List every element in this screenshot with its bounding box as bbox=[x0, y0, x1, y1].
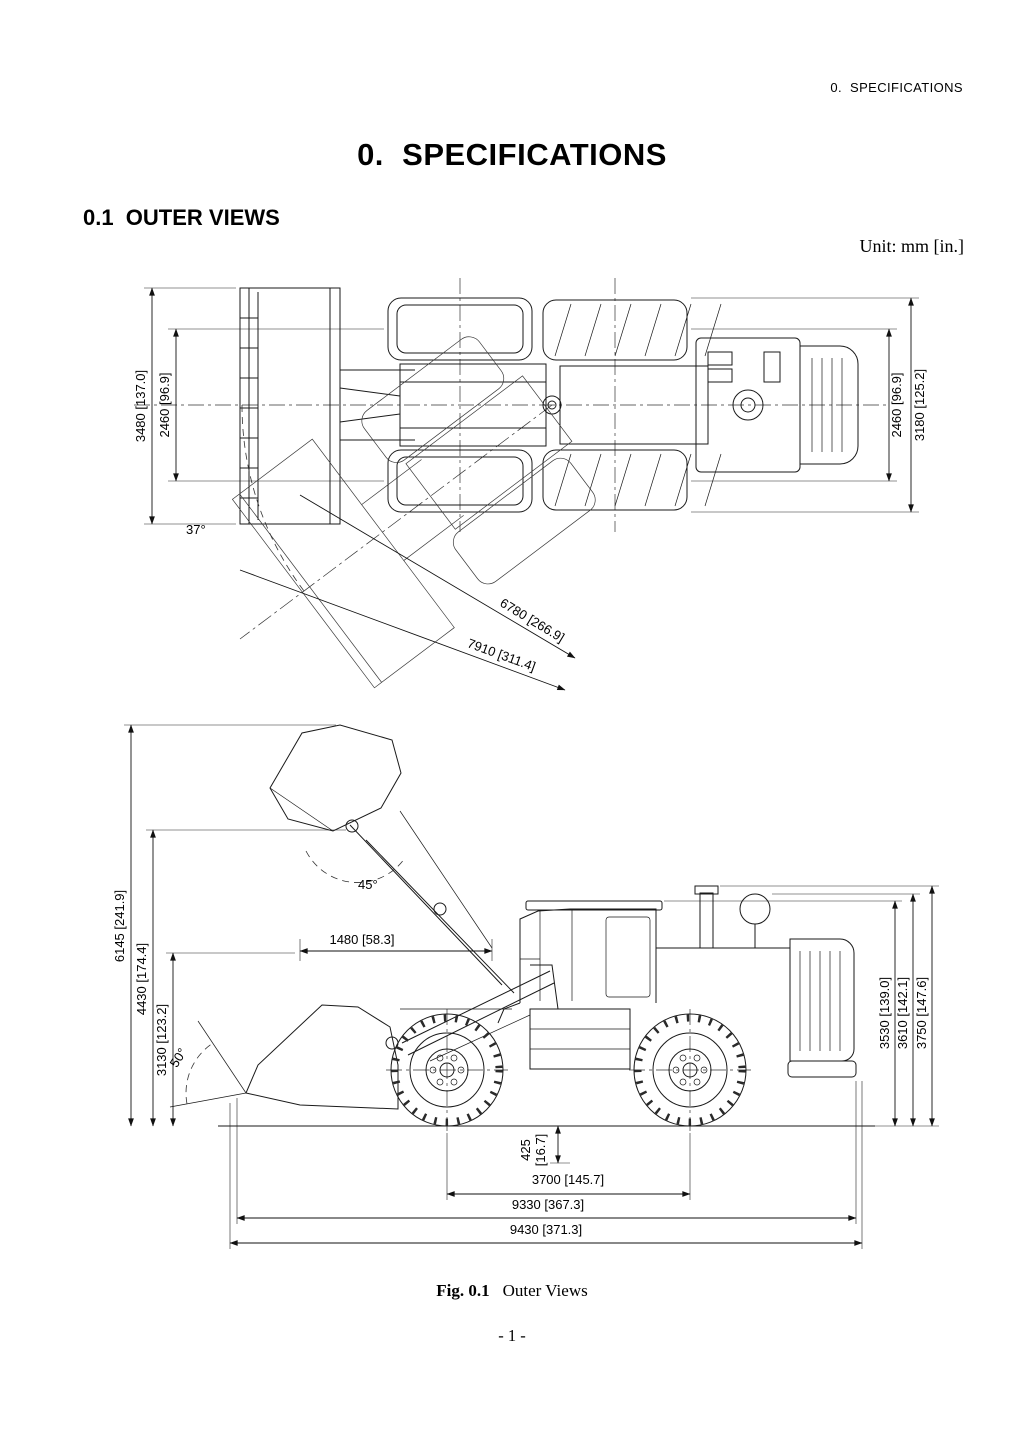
extension-lines bbox=[144, 287, 919, 525]
dim-cab-height-label: 3530 [139.0] bbox=[877, 977, 892, 1049]
unit-label: Unit: mm [in.] bbox=[859, 236, 965, 256]
dim-tread-left-label: 2460 [96.9] bbox=[157, 372, 172, 437]
machine-top-outline bbox=[239, 287, 859, 525]
dim-overall-height-raised-label: 6145 [241.9] bbox=[112, 890, 127, 962]
articulation-angle-arc bbox=[241, 404, 305, 592]
side-view-drawing: 6145 [241.9] 4430 [174.4] 3130 [123.2] 4… bbox=[112, 724, 939, 1249]
extension-lines bbox=[124, 724, 939, 1249]
dim-overall-width-tires-label: 3180 [125.2] bbox=[912, 369, 927, 441]
dim-ground-clearance-in-label: [16.7] bbox=[533, 1134, 548, 1167]
axle-center-lines bbox=[386, 1009, 751, 1131]
page-title: 0. SPECIFICATIONS bbox=[357, 137, 667, 172]
front-wheel bbox=[390, 1013, 504, 1127]
dim-dump-reach-label: 1480 [58.3] bbox=[329, 932, 394, 947]
side-view-dimensions: 6145 [241.9] 4430 [174.4] 3130 [123.2] 4… bbox=[112, 724, 939, 1249]
center-lines bbox=[134, 278, 890, 640]
dim-length-to-bucket-label: 9330 [367.3] bbox=[512, 1197, 584, 1212]
machine-side-outline bbox=[245, 724, 857, 1110]
dim-clearance-radius-bucket-label: 6780 [266.9] bbox=[497, 595, 567, 645]
dump-angle-label: 45° bbox=[358, 877, 378, 892]
dim-overall-length-label: 9430 [371.3] bbox=[510, 1222, 582, 1237]
section-heading: 0.1 OUTER VIEWS bbox=[83, 205, 280, 230]
articulation-angle-label: 37° bbox=[186, 522, 206, 537]
dim-hinge-pin-height-label: 4430 [174.4] bbox=[134, 943, 149, 1015]
page-number: - 1 - bbox=[498, 1326, 526, 1345]
figure-label: Fig. 0.1 bbox=[436, 1281, 490, 1300]
dim-clearance-radius-outer-label: 7910 [311.4] bbox=[465, 636, 537, 674]
rollback-angle-label: 50° bbox=[167, 1045, 190, 1070]
dim-overall-height-label: 3750 [147.6] bbox=[914, 977, 929, 1049]
dim-wheelbase-label: 3700 [145.7] bbox=[532, 1172, 604, 1187]
rear-wheel bbox=[633, 1013, 747, 1127]
dim-overall-width-bucket-label: 3480 [137.0] bbox=[133, 370, 148, 442]
dim-tread-right-label: 2460 [96.9] bbox=[889, 372, 904, 437]
dump-angle-arc bbox=[305, 850, 406, 883]
dim-exhaust-height-label: 3610 [142.1] bbox=[895, 977, 910, 1049]
rollback-angle-lines bbox=[169, 1020, 247, 1108]
figure-caption: Fig. 0.1 Outer Views bbox=[0, 1281, 1024, 1301]
top-view-drawing: 3480 [137.0] 2460 [96.9] 2460 [96.9] 318… bbox=[133, 278, 927, 691]
dim-dump-clearance-label: 3130 [123.2] bbox=[154, 1004, 169, 1076]
running-header: 0. SPECIFICATIONS bbox=[830, 80, 963, 95]
dim-ground-clearance-mm-label: 425 bbox=[518, 1139, 533, 1161]
figure-title: Outer Views bbox=[502, 1281, 588, 1300]
